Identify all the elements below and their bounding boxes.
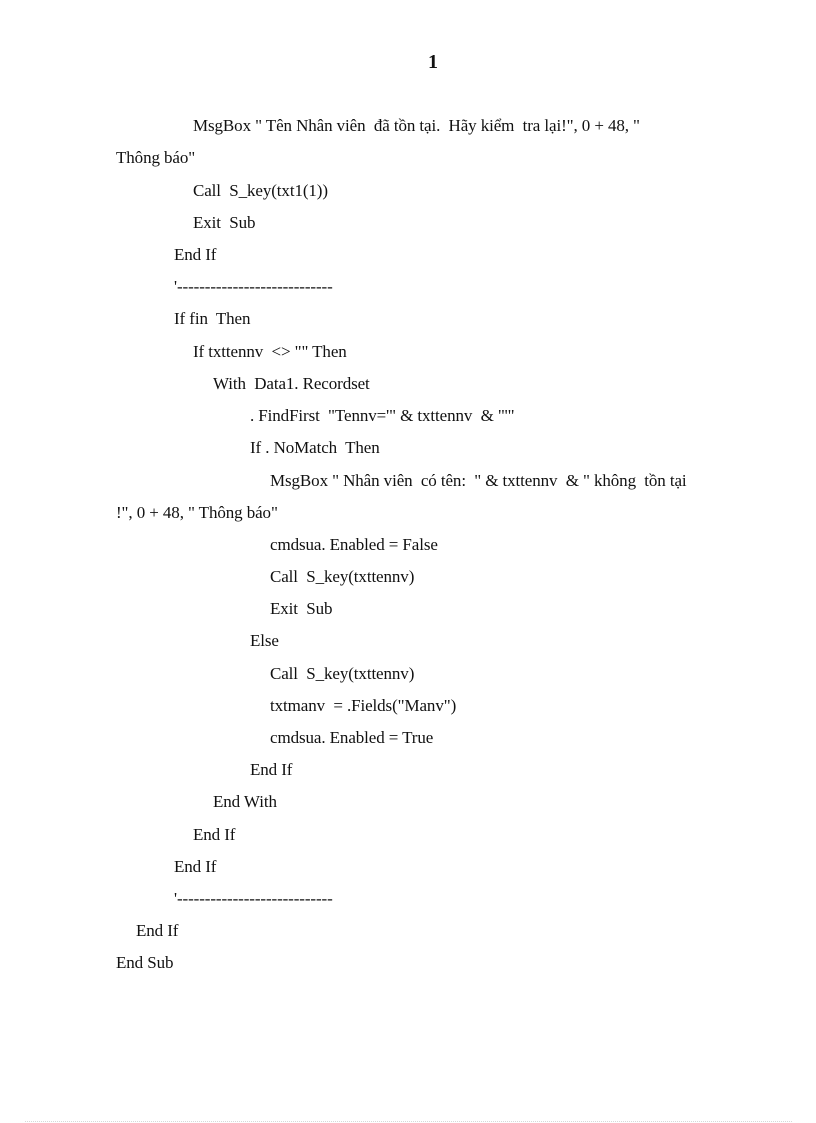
code-line: '---------------------------- [174, 277, 333, 296]
code-line: Thông báo" [116, 148, 196, 167]
code-line: With Data1. Recordset [213, 374, 370, 393]
code-line: MsgBox " Tên Nhân viên đã tồn tại. Hãy k… [193, 116, 640, 135]
code-line: txtmanv = .Fields("Manv") [270, 696, 457, 715]
code-line: !", 0 + 48, " Thông báo" [116, 503, 278, 522]
code-line: Exit Sub [193, 213, 256, 232]
code-line: Call S_key(txttennv) [270, 567, 415, 586]
code-line: Else [250, 631, 279, 650]
code-line: End If [136, 921, 179, 940]
code-line: Exit Sub [270, 599, 333, 618]
code-line: End If [174, 857, 217, 876]
code-line: End If [193, 825, 236, 844]
code-line: If txttennv <> "" Then [193, 342, 347, 361]
code-line: End If [174, 245, 217, 264]
code-line: '---------------------------- [174, 889, 333, 908]
page-bottom-divider [25, 1121, 792, 1122]
code-line: End If [250, 760, 293, 779]
code-line: Call S_key(txttennv) [270, 664, 415, 683]
code-line: If fin Then [174, 309, 251, 328]
code-line: Call S_key(txt1(1)) [193, 181, 328, 200]
code-line: . FindFirst "Tennv='" & txttennv & "'" [250, 406, 515, 425]
code-line: End Sub [116, 953, 174, 972]
code-line: cmdsua. Enabled = True [270, 728, 434, 747]
page-number: 1 [428, 51, 438, 73]
code-line: MsgBox " Nhân viên có tên: " & txttennv … [270, 471, 687, 490]
code-line: If . NoMatch Then [250, 438, 380, 457]
code-line: End With [213, 792, 277, 811]
code-line: cmdsua. Enabled = False [270, 535, 438, 554]
